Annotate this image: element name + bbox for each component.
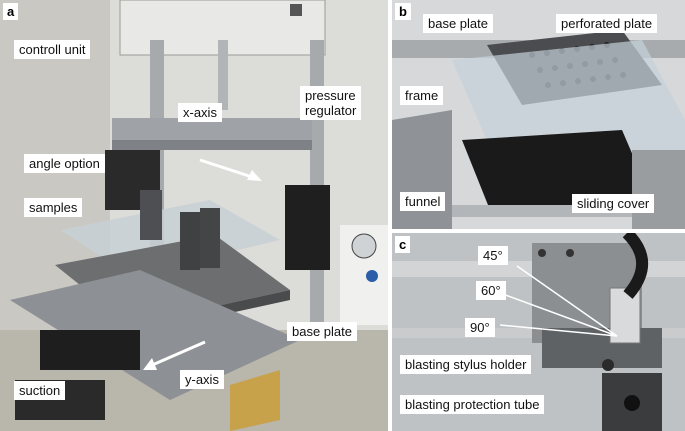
label-frame: frame bbox=[400, 86, 444, 105]
label-y-axis: y-axis bbox=[180, 370, 224, 389]
panel-b-photo bbox=[392, 0, 685, 229]
label-pressure-regulator-line1: pressure bbox=[305, 88, 356, 103]
panel-letter-b: b bbox=[395, 3, 411, 20]
panel-a: a controll unit x-axis pressure regulato… bbox=[0, 0, 388, 431]
panel-letter-c: c bbox=[395, 236, 411, 253]
label-pressure-regulator-line2: regulator bbox=[305, 103, 357, 118]
label-suction: suction bbox=[14, 381, 66, 400]
panel-a-photo bbox=[0, 0, 388, 431]
label-base-plate-b: base plate bbox=[423, 14, 493, 33]
label-angle-option: angle option bbox=[24, 154, 105, 173]
label-blasting-protection-tube: blasting protection tube bbox=[400, 395, 545, 414]
label-blasting-stylus-holder: blasting stylus holder bbox=[400, 355, 532, 374]
label-base-plate-a: base plate bbox=[287, 322, 357, 341]
label-sliding-cover: sliding cover bbox=[572, 194, 655, 213]
label-samples: samples bbox=[24, 198, 83, 217]
panel-c: c 45° 60° 90° blasting stylus holder bla… bbox=[392, 233, 685, 431]
label-angle-60: 60° bbox=[476, 281, 506, 300]
label-x-axis: x-axis bbox=[178, 103, 222, 122]
panel-c-photo bbox=[392, 233, 685, 431]
label-angle-90: 90° bbox=[465, 318, 495, 337]
label-angle-45: 45° bbox=[478, 246, 508, 265]
panel-letter-a: a bbox=[3, 3, 19, 20]
label-perforated-plate: perforated plate bbox=[556, 14, 658, 33]
label-funnel: funnel bbox=[400, 192, 446, 211]
label-pressure-regulator: pressure regulator bbox=[300, 86, 362, 120]
label-controll-unit: controll unit bbox=[14, 40, 91, 59]
panel-b: b base plate perforated plate frame funn… bbox=[392, 0, 685, 229]
